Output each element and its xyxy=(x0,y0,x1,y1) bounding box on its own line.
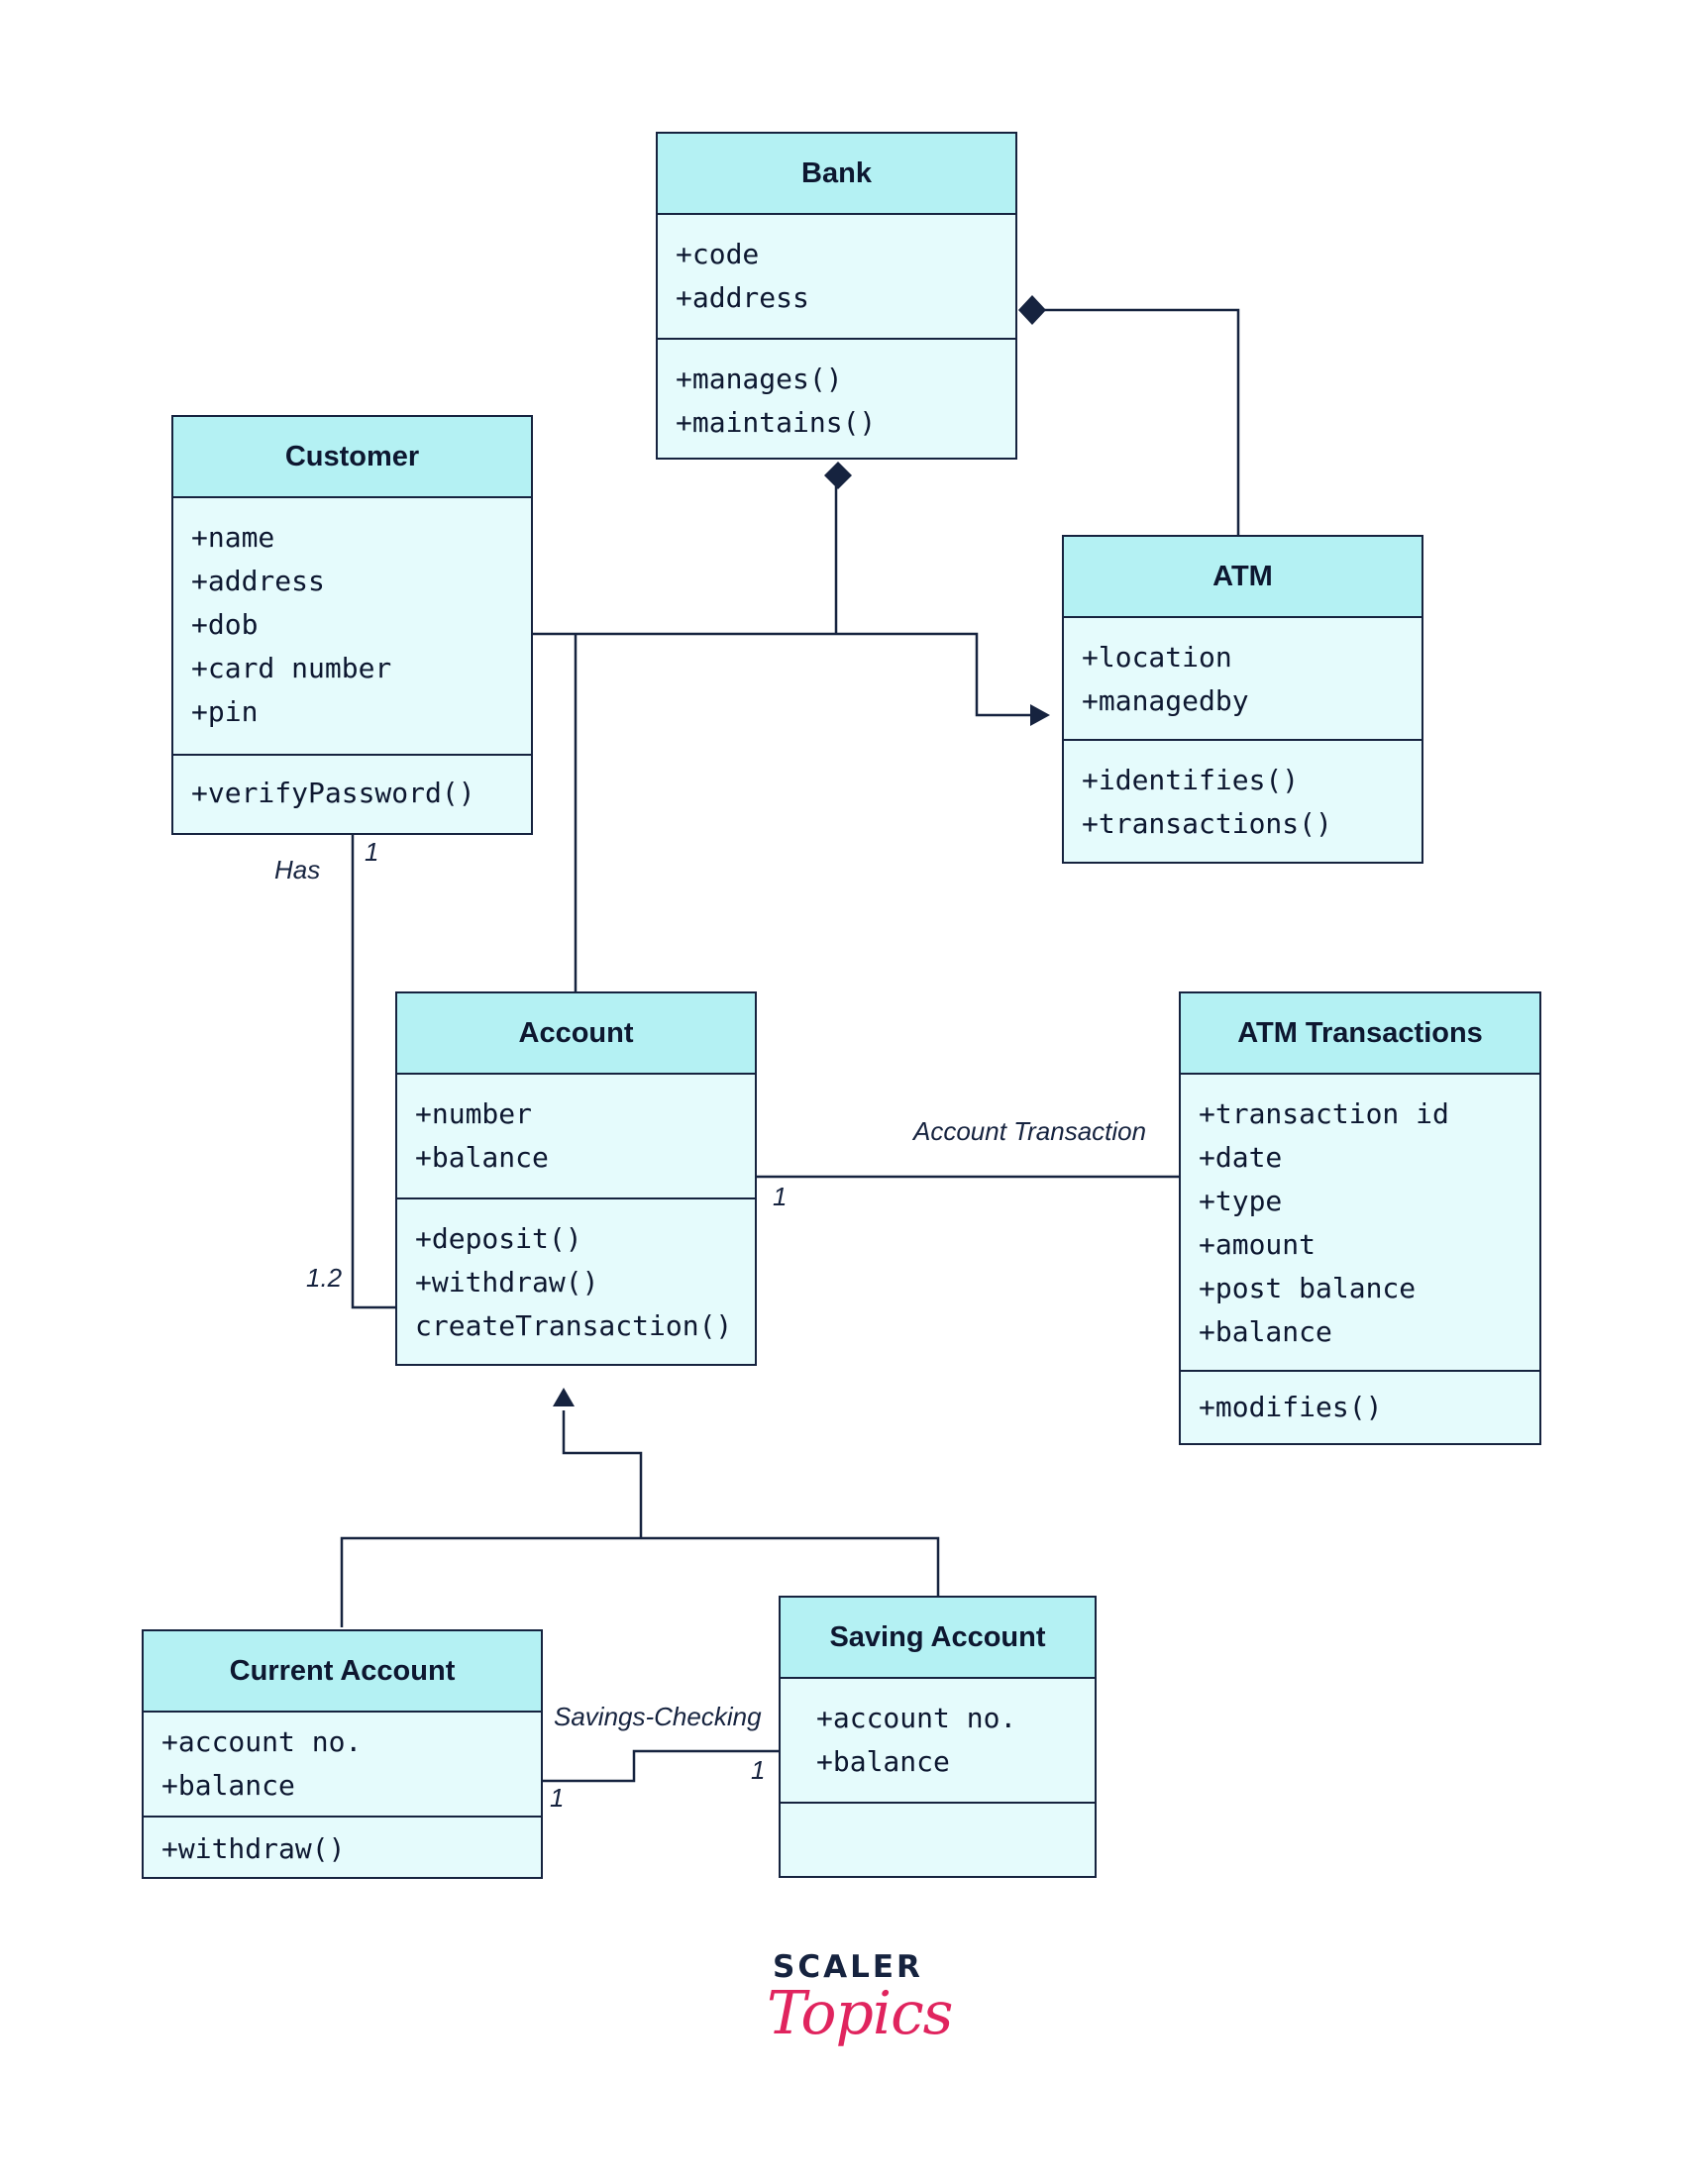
attribute: +post balance xyxy=(1199,1272,1417,1304)
generalization-line xyxy=(562,1410,643,1538)
attribute: +pin xyxy=(191,695,259,728)
savings-checking-line xyxy=(543,1749,780,1783)
attribute: +account no. xyxy=(816,1702,1017,1734)
class-atm-transactions: ATM Transactions +transaction id +date +… xyxy=(1179,991,1541,1445)
attribute: +code xyxy=(676,238,760,270)
class-customer-methods: +verifyPassword() xyxy=(173,756,531,815)
attribute: +balance xyxy=(161,1769,295,1802)
bank-hub-composition-diamond xyxy=(824,462,852,489)
class-bank-attributes: +code +address xyxy=(658,215,1015,340)
class-account-attributes: +number +balance xyxy=(397,1075,755,1199)
attribute: +date xyxy=(1199,1141,1283,1174)
atm-arrowhead xyxy=(1030,704,1050,726)
has-label: Has xyxy=(274,855,321,884)
class-bank-name: Bank xyxy=(658,134,1015,215)
class-bank-methods: +manages() +maintains() xyxy=(658,340,1015,445)
method: +deposit() xyxy=(415,1222,582,1255)
logo-scaler: SCALER xyxy=(773,1949,923,1985)
savings-checking-label: Savings-Checking xyxy=(554,1702,762,1731)
class-current-account-name: Current Account xyxy=(144,1631,541,1713)
class-atm-name: ATM xyxy=(1064,537,1421,618)
has-multiplicity-account: 1.2 xyxy=(306,1263,343,1293)
class-saving-account-methods xyxy=(781,1804,1095,1821)
method: +manages() xyxy=(676,363,843,395)
class-customer-attributes: +name +address +dob +card number +pin xyxy=(173,498,531,756)
class-saving-account: Saving Account +account no. +balance xyxy=(779,1596,1097,1878)
class-account-name: Account xyxy=(397,993,755,1075)
has-multiplicity-customer: 1 xyxy=(365,837,379,867)
generalization-branch-line xyxy=(340,1536,940,1627)
class-customer: Customer +name +address +dob +card numbe… xyxy=(171,415,533,835)
method: +identifies() xyxy=(1082,764,1300,796)
attribute: +number xyxy=(415,1097,533,1130)
attribute: +managedby xyxy=(1082,684,1249,717)
method: +maintains() xyxy=(676,406,877,439)
account-transaction-multiplicity: 1 xyxy=(773,1182,788,1211)
attribute: +dob xyxy=(191,608,259,641)
class-atm-attributes: +location +managedby xyxy=(1064,618,1421,741)
class-current-account-attributes: +account no. +balance xyxy=(144,1713,541,1818)
method: +withdraw() xyxy=(161,1832,346,1865)
class-account: Account +number +balance +deposit() +wit… xyxy=(395,991,757,1366)
attribute: +balance xyxy=(415,1141,549,1174)
class-bank: Bank +code +address +manages() +maintain… xyxy=(656,132,1017,460)
method: +verifyPassword() xyxy=(191,777,475,809)
savings-checking-multiplicity-saving: 1 xyxy=(751,1755,766,1785)
logo-topics: Topics xyxy=(767,1979,953,2048)
class-account-methods: +deposit() +withdraw() createTransaction… xyxy=(397,1199,755,1348)
method: +modifies() xyxy=(1199,1391,1383,1423)
attribute: +type xyxy=(1199,1185,1283,1217)
attribute: +account no. xyxy=(161,1725,363,1758)
class-atm: ATM +location +managedby +identifies() +… xyxy=(1062,535,1423,864)
attribute: +name xyxy=(191,521,275,554)
method: createTransaction() xyxy=(415,1309,733,1342)
class-saving-account-name: Saving Account xyxy=(781,1598,1095,1679)
customer-account-has-line xyxy=(351,834,396,1309)
class-current-account-methods: +withdraw() xyxy=(144,1818,541,1871)
attribute: +balance xyxy=(816,1745,950,1778)
attribute: +location xyxy=(1082,641,1232,674)
class-atm-transactions-methods: +modifies() xyxy=(1181,1372,1539,1429)
savings-checking-multiplicity-current: 1 xyxy=(550,1783,565,1813)
method: +transactions() xyxy=(1082,807,1332,840)
class-atm-methods: +identifies() +transactions() xyxy=(1064,741,1421,846)
attribute: +transaction id xyxy=(1199,1097,1449,1130)
class-atm-transactions-name: ATM Transactions xyxy=(1181,993,1539,1075)
method: +withdraw() xyxy=(415,1266,599,1299)
class-atm-transactions-attributes: +transaction id +date +type +amount +pos… xyxy=(1181,1075,1539,1372)
attribute: +balance xyxy=(1199,1315,1332,1348)
generalization-arrowhead xyxy=(553,1388,575,1406)
bank-atm-composition-diamond xyxy=(1018,295,1046,325)
bank-atm-composition-line xyxy=(1026,308,1240,535)
class-customer-name: Customer xyxy=(173,417,531,498)
attribute: +address xyxy=(191,565,325,597)
attribute: +amount xyxy=(1199,1228,1316,1261)
customer-atm-association-line xyxy=(532,632,1030,717)
attribute: +address xyxy=(676,281,809,314)
class-saving-account-attributes: +account no. +balance xyxy=(781,1679,1095,1804)
class-current-account: Current Account +account no. +balance +w… xyxy=(142,1629,543,1879)
account-transaction-label: Account Transaction xyxy=(913,1116,1147,1146)
attribute: +card number xyxy=(191,652,392,684)
